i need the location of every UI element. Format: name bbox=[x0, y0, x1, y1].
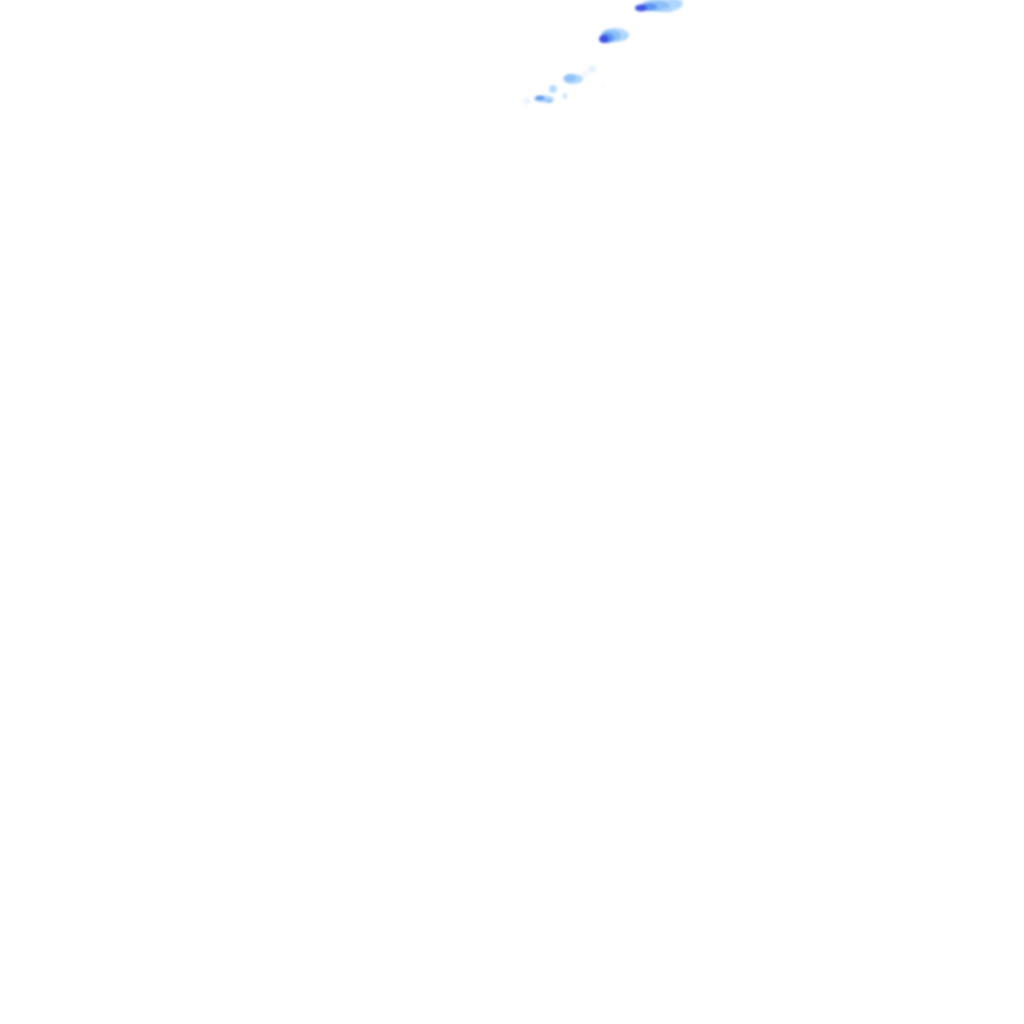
precip-blob bbox=[545, 99, 553, 103]
precip-blob bbox=[601, 85, 605, 87]
precip-cell-upper-middle bbox=[599, 28, 629, 43]
precip-blob bbox=[661, 7, 673, 13]
precip-blob bbox=[524, 99, 530, 103]
precip-blob bbox=[563, 93, 567, 99]
precip-blob bbox=[589, 67, 595, 71]
precip-blob bbox=[583, 72, 587, 76]
precip-blob bbox=[635, 4, 647, 12]
precip-blob bbox=[669, 0, 683, 7]
precip-blob bbox=[599, 35, 609, 43]
precip-blob bbox=[535, 95, 545, 101]
precip-blob bbox=[620, 34, 628, 40]
precip-cell-lower-left-chain bbox=[534, 74, 583, 103]
precip-cell-top-right bbox=[635, 0, 683, 13]
precip-blob bbox=[564, 74, 576, 82]
precip-blob bbox=[549, 85, 557, 93]
precip-cell-small-dots bbox=[524, 67, 605, 103]
